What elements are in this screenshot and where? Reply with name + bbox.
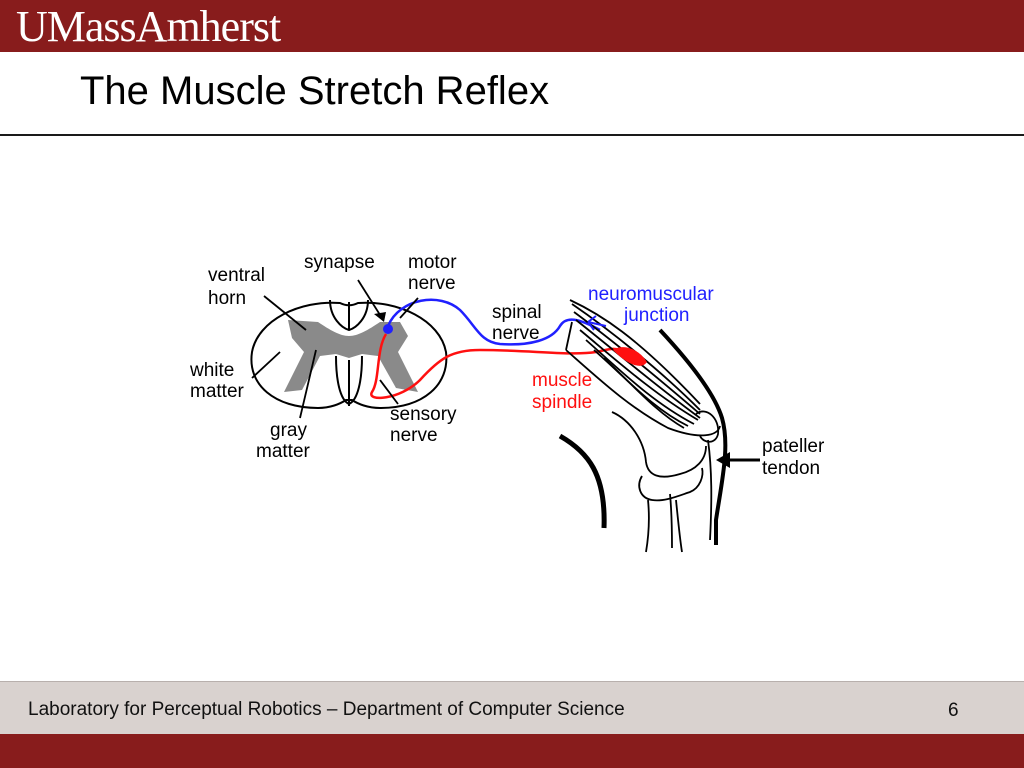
synapse-arrow-head (374, 312, 386, 322)
header-bar: UMassAmherst (0, 0, 1024, 52)
leg-outline (658, 328, 728, 545)
knee-bones (611, 410, 719, 553)
bottom-bar (0, 734, 1024, 768)
footer-bar: Laboratory for Perceptual Robotics – Dep… (0, 681, 1024, 734)
motor-nerve-path (386, 298, 601, 346)
spinal-cord (250, 299, 448, 410)
slide-title: The Muscle Stretch Reflex (80, 69, 550, 113)
footer-lab-name: Laboratory for Perceptual Robotics – Dep… (28, 699, 625, 720)
umass-logo: UMassAmherst (16, 2, 281, 51)
leader-lines (251, 279, 419, 419)
page-number: 6 (948, 700, 959, 721)
neuromuscular-arrow (587, 315, 607, 331)
thigh-outline (558, 433, 607, 529)
pateller-tendon-line (707, 439, 713, 541)
title-divider (0, 134, 1024, 136)
label-synapse: synapse (304, 252, 375, 273)
muscle-spindle (612, 347, 647, 366)
tendon-arrow-head (716, 452, 730, 468)
synapse-dot (383, 324, 393, 334)
